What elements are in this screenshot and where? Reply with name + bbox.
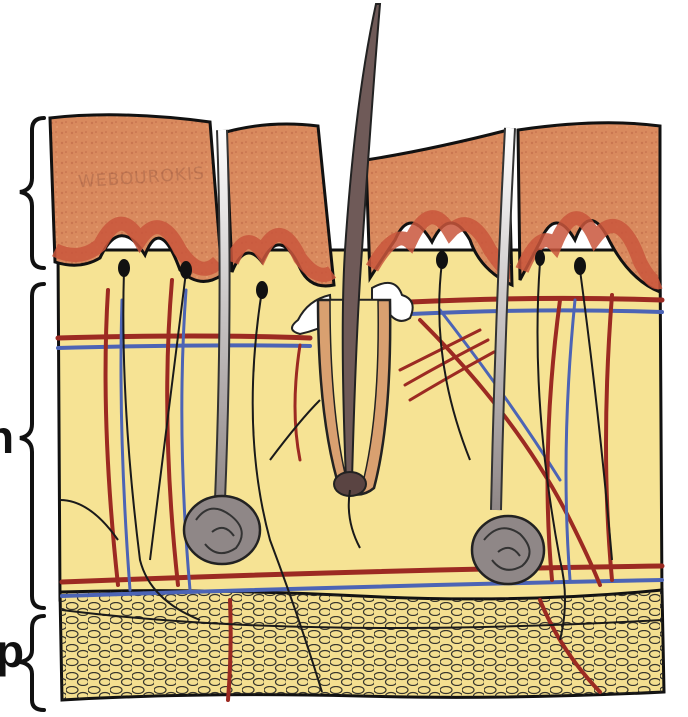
- epidermis-bracket: [20, 118, 44, 268]
- hypodermis-layer: [60, 590, 664, 700]
- dermis-bracket: [20, 284, 44, 608]
- hypodermis-label-fragment: p: [0, 628, 24, 674]
- dermis-label-fragment: n: [0, 414, 14, 460]
- coiled-gland-icon: [184, 496, 260, 564]
- layer-brackets: [20, 118, 44, 710]
- coiled-gland-icon: [472, 516, 544, 584]
